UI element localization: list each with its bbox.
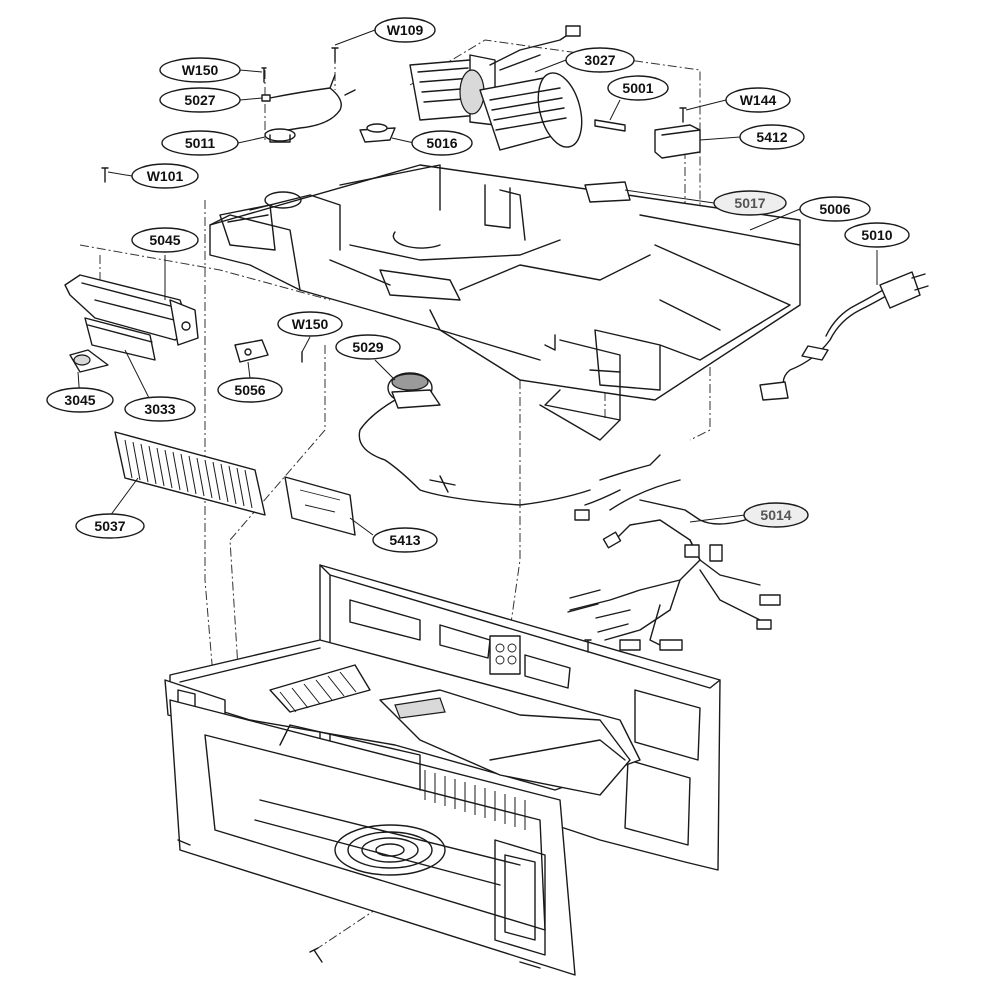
callout-label: 3027 xyxy=(584,52,615,68)
callout-oval xyxy=(217,377,283,403)
callout-label: 5011 xyxy=(185,135,216,151)
grille-and-window xyxy=(114,431,356,536)
callout-label: 5045 xyxy=(149,232,180,248)
callout-label: W109 xyxy=(387,22,424,38)
callout-label: 5037 xyxy=(94,518,125,534)
callout-oval xyxy=(739,124,805,150)
callout-oval xyxy=(335,334,401,360)
callout-p3033: 3033 xyxy=(124,396,196,422)
callout-oval xyxy=(124,396,196,422)
small-parts-top xyxy=(101,47,701,203)
callout-oval xyxy=(46,387,114,413)
callout-w109: W109 xyxy=(374,17,436,43)
vent-parts-left xyxy=(64,274,303,373)
callout-label: 5001 xyxy=(622,80,653,96)
callout-w101: W101 xyxy=(131,163,199,189)
callout-label: 5027 xyxy=(184,92,215,108)
callout-label: 5413 xyxy=(389,532,420,548)
callout-p5014: 5014 xyxy=(743,502,809,528)
callout-oval xyxy=(161,130,239,156)
callout-label: 5056 xyxy=(234,382,265,398)
callout-oval xyxy=(713,190,787,216)
callout-oval xyxy=(131,227,199,253)
callout-oval xyxy=(277,311,343,337)
leader-lines xyxy=(77,29,878,536)
callout-p5001: 5001 xyxy=(607,75,669,101)
callout-label: 5029 xyxy=(352,339,383,355)
callout-p5006: 5006 xyxy=(799,196,871,222)
callout-oval xyxy=(374,17,436,43)
callout-p3027: 3027 xyxy=(565,47,635,73)
callout-p5413: 5413 xyxy=(372,527,438,553)
callout-label: 3033 xyxy=(144,401,175,417)
callout-p5037: 5037 xyxy=(75,513,145,539)
callout-label: 5014 xyxy=(760,507,791,523)
callout-oval xyxy=(159,87,241,113)
callout-label: W101 xyxy=(147,168,184,184)
callout-oval xyxy=(565,47,635,73)
callout-p5027: 5027 xyxy=(159,87,241,113)
callout-label: W150 xyxy=(182,62,219,78)
callout-p5011: 5011 xyxy=(161,130,239,156)
callout-p5029: 5029 xyxy=(335,334,401,360)
callout-p5412: 5412 xyxy=(739,124,805,150)
callout-p5045: 5045 xyxy=(131,227,199,253)
callout-p3045: 3045 xyxy=(46,387,114,413)
motor-and-harness xyxy=(358,372,781,651)
callout-oval xyxy=(799,196,871,222)
air-guide-assembly xyxy=(209,164,801,441)
callout-label: 3045 xyxy=(64,392,95,408)
callout-oval xyxy=(75,513,145,539)
callout-oval xyxy=(411,130,473,156)
callout-label: 5010 xyxy=(861,227,892,243)
callout-p5056: 5056 xyxy=(217,377,283,403)
callout-oval xyxy=(159,57,241,83)
callout-label: W144 xyxy=(740,92,777,108)
callout-p5016: 5016 xyxy=(411,130,473,156)
power-cord xyxy=(759,271,929,401)
callout-p5017: 5017 xyxy=(713,190,787,216)
callout-label: 5017 xyxy=(734,195,765,211)
callout-label: 5016 xyxy=(426,135,457,151)
callout-w150-mid: W150 xyxy=(277,311,343,337)
callout-oval xyxy=(607,75,669,101)
callout-oval xyxy=(844,222,910,248)
callout-oval xyxy=(131,163,199,189)
callout-oval xyxy=(743,502,809,528)
callout-oval xyxy=(725,87,791,113)
callout-label: W150 xyxy=(292,316,329,332)
blower-fan-assembly xyxy=(409,25,583,151)
callout-label: 5412 xyxy=(756,129,787,145)
callout-w150-top: W150 xyxy=(159,57,241,83)
callout-oval xyxy=(372,527,438,553)
callout-w144: W144 xyxy=(725,87,791,113)
callout-p5010: 5010 xyxy=(844,222,910,248)
callout-label: 5006 xyxy=(819,201,850,217)
oven-cavity xyxy=(164,564,721,976)
